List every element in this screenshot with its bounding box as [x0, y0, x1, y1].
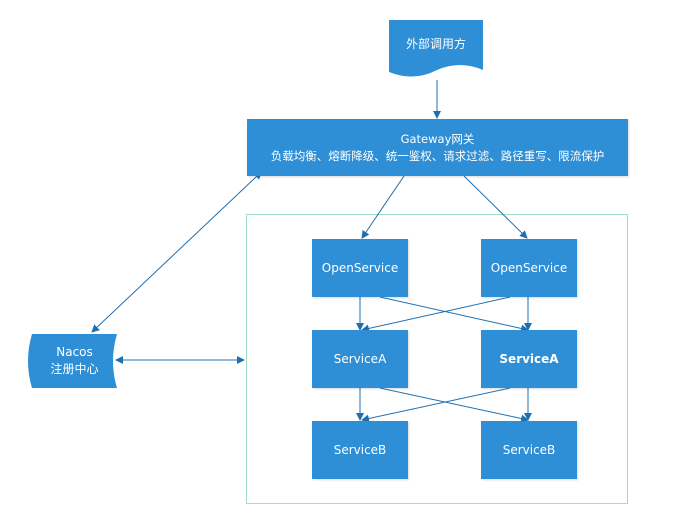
service-b-right: ServiceB [481, 421, 577, 479]
edge-open-left-to-a-right [379, 296, 529, 333]
edge-a-right-to-b-left [361, 387, 511, 423]
service-a-right: ServiceA [481, 330, 577, 388]
edge-gateway-to-open-right [463, 175, 528, 239]
edge-open-right-to-a-left [361, 296, 511, 333]
nacos-subtitle: 注册中心 [50, 362, 99, 376]
edge-a-left-to-b-right [379, 387, 529, 423]
external-caller-label: 外部调用方 [405, 37, 466, 51]
edge-gateway-nacos [91, 171, 263, 333]
gateway-features: 负载均衡、熔断降级、统一鉴权、请求过滤、路径重写、限流保护 [270, 148, 605, 163]
service-a-left: ServiceA [312, 330, 408, 388]
nacos-name: Nacos [56, 345, 93, 359]
gateway-node: Gateway网关 负载均衡、熔断降级、统一鉴权、请求过滤、路径重写、限流保护 [247, 119, 628, 176]
nacos-label: Nacos 注册中心 [32, 344, 117, 378]
nacos-shape [28, 334, 117, 388]
edge-gateway-to-open-left [361, 175, 405, 239]
open-service-right: OpenService [481, 239, 577, 297]
service-b-left: ServiceB [312, 421, 408, 479]
open-service-left: OpenService [312, 239, 408, 297]
external-caller-shape [389, 20, 483, 77]
gateway-title: Gateway网关 [400, 131, 475, 146]
service-cluster-container [246, 214, 628, 504]
